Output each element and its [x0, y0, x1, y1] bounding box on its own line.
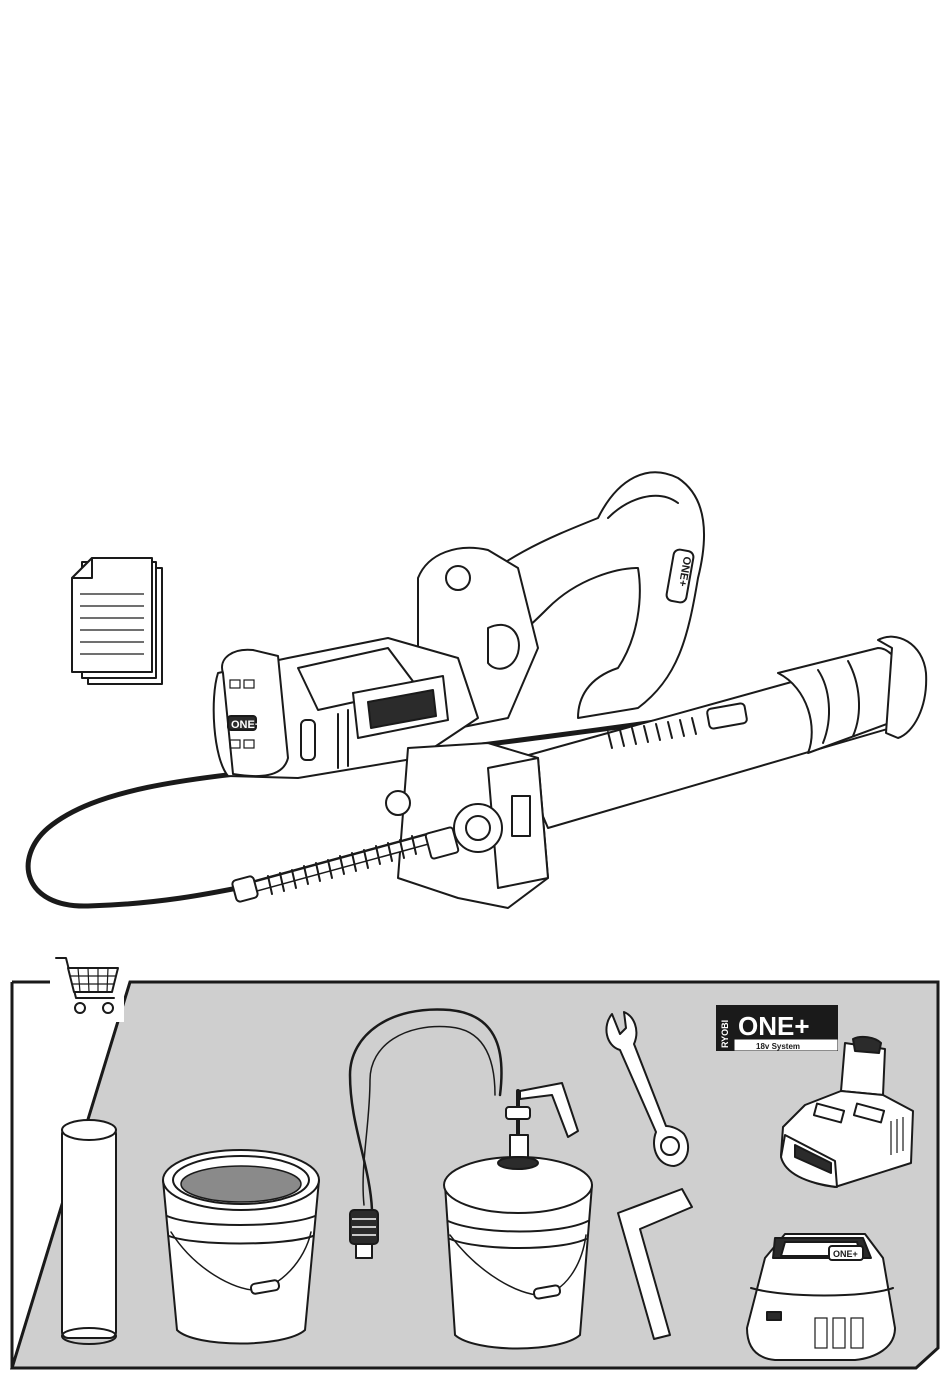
wrench — [600, 1008, 690, 1172]
charger: ONE+ — [745, 1228, 905, 1368]
battery-pack — [775, 1035, 920, 1195]
grease-gun-illustration: ONE+ ONE+ — [18, 458, 928, 928]
shopping-cart-icon — [52, 952, 124, 1022]
logo-brand: RYOBI — [720, 1020, 730, 1048]
charger-badge: ONE+ — [833, 1249, 858, 1259]
hex-key — [610, 1185, 700, 1345]
bucket-pump — [330, 995, 610, 1355]
grease-cartridge — [58, 1116, 120, 1348]
grease-bucket — [155, 1140, 327, 1352]
motor-badge: ONE+ — [231, 719, 261, 731]
